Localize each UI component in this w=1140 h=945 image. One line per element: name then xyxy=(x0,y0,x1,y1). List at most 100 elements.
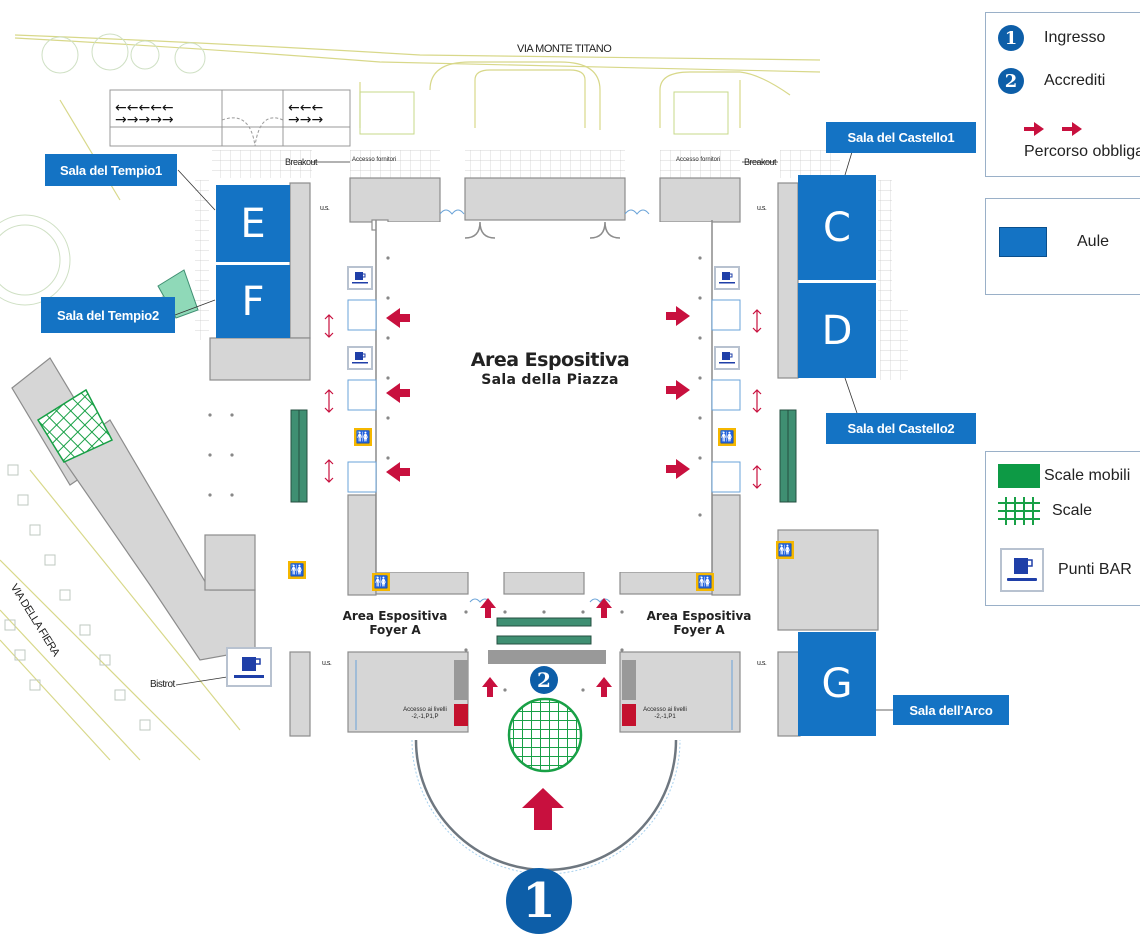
supplier-access-right: Accesso fornitori xyxy=(676,157,721,163)
entrance-marker: 1 xyxy=(506,868,572,934)
bistrot-label: Bistrot xyxy=(150,679,175,690)
door-symbols xyxy=(355,209,733,730)
route-arrows xyxy=(386,306,690,830)
restroom-icon: 🚻 xyxy=(372,573,390,591)
room-f[interactable]: F xyxy=(216,265,290,338)
legend-item-rooms: Aule xyxy=(999,227,1109,257)
restroom-label: u.s. xyxy=(757,660,767,667)
foyer-title: Area Espositiva xyxy=(342,609,448,623)
foyer-left: Area Espositiva Foyer A xyxy=(330,609,460,638)
foyer-right: Area Espositiva Foyer A xyxy=(634,609,764,638)
restroom-icon: 🚻 xyxy=(776,541,794,559)
legend-label: Punti BAR xyxy=(1058,561,1132,578)
legend-rooms: Aule xyxy=(985,198,1140,295)
stairs-grid-icon xyxy=(998,497,1040,525)
room-c[interactable]: C xyxy=(798,175,876,280)
coffee-cup-icon xyxy=(226,647,272,687)
main-area-title: Area Espositiva xyxy=(470,349,630,371)
supplier-access-left: Accesso fornitori xyxy=(352,157,397,163)
legend-item-accreditation: 2 Accrediti xyxy=(998,68,1105,94)
route-arrow xyxy=(386,383,410,403)
escalator-south-2 xyxy=(496,635,592,645)
pillar-left xyxy=(454,660,468,700)
coffee-cup-icon xyxy=(1000,548,1044,592)
route-arrow xyxy=(386,462,410,482)
route-arrow xyxy=(596,677,612,697)
escalator-south-1 xyxy=(496,617,592,627)
route-arrow xyxy=(482,677,498,697)
room-d[interactable]: D xyxy=(798,283,876,378)
restroom-label: u.s. xyxy=(757,205,767,212)
room-label-tempio2: Sala del Tempio2 xyxy=(41,297,175,333)
main-area-subtitle: Sala della Piazza xyxy=(481,371,619,388)
lift-access-right xyxy=(622,704,636,726)
route-arrow xyxy=(666,306,690,326)
legend-label: Accrediti xyxy=(1044,72,1106,89)
legend-item-escalators: Scale mobili xyxy=(998,464,1130,488)
room-label-arco: Sala dell’Arco xyxy=(893,695,1009,725)
legend-label: Aule xyxy=(1077,233,1110,250)
reception-desk xyxy=(488,650,606,664)
number-one-icon: 1 xyxy=(998,25,1024,51)
pillar-right xyxy=(622,660,636,700)
svg-text:←←←: ←←← xyxy=(288,100,323,116)
restroom-label: u.s. xyxy=(322,660,332,667)
escalators xyxy=(290,409,797,645)
legend-item-entrance: 1 Ingresso xyxy=(998,25,1105,51)
building xyxy=(11,177,879,737)
breakout-label-left: Breakout xyxy=(285,157,318,167)
legend-label: Scale mobili xyxy=(1044,467,1131,484)
restroom-icon: 🚻 xyxy=(696,573,714,591)
room-e[interactable]: E xyxy=(216,185,290,262)
svg-text:→→→→→: →→→→→ xyxy=(115,112,174,128)
stairs-circular xyxy=(507,697,583,773)
svg-text:→→→: →→→ xyxy=(288,112,323,128)
two-way-arrows xyxy=(324,309,762,489)
restroom-icon: 🚻 xyxy=(354,428,372,446)
coffee-cup-icon xyxy=(714,346,740,370)
route-arrow-entrance xyxy=(522,788,564,830)
legend-route-label: Percorso obbligatorio xyxy=(1024,143,1140,160)
room-label-castello1: Sala del Castello1 xyxy=(826,122,976,153)
coffee-cup-icon xyxy=(347,266,373,290)
foyer-subtitle: Foyer A xyxy=(369,623,421,638)
route-arrow xyxy=(666,380,690,400)
legend-label: Scale xyxy=(1052,502,1093,519)
room-g[interactable]: G xyxy=(798,632,876,736)
breakout-label-right: Breakout xyxy=(744,157,777,167)
street-label-north: VIA MONTE TITANO xyxy=(517,43,612,55)
accreditation-marker: 2 xyxy=(530,666,558,694)
legend-item-bar: Punti BAR xyxy=(1000,548,1132,592)
route-arrow xyxy=(386,308,410,328)
room-label-tempio1: Sala del Tempio1 xyxy=(45,154,177,186)
foyer-subtitle: Foyer A xyxy=(673,623,725,638)
parking-area: ←←←←← →→→→→ ←←← →→→ xyxy=(109,89,351,147)
legend-facilities: Scale mobili Scale Punti BAR xyxy=(985,451,1140,606)
trees xyxy=(0,33,729,306)
coffee-cup-icon xyxy=(347,346,373,370)
route-arrow xyxy=(596,598,612,618)
route-arrows-icon xyxy=(1024,121,1086,137)
lift-access-label-right: Accesso ai livelli -2,-1,P1 xyxy=(643,707,687,720)
columns xyxy=(208,256,702,692)
escalator-swatch-icon xyxy=(998,464,1040,488)
room-swatch-icon xyxy=(999,227,1047,257)
restroom-label: u.s. xyxy=(320,205,330,212)
route-arrow xyxy=(666,459,690,479)
lift-access-label-left: Accesso ai livelli -2,-1,P1,P xyxy=(403,707,447,720)
paving-strip xyxy=(195,150,908,380)
restroom-icon: 🚻 xyxy=(288,561,306,579)
foyer-title: Area Espositiva xyxy=(646,609,752,623)
courtyard xyxy=(376,222,712,572)
corridor-furniture xyxy=(347,299,741,493)
legend-label: Ingresso xyxy=(1044,29,1106,46)
stairs-west xyxy=(36,388,114,463)
coffee-cup-icon xyxy=(714,266,740,290)
lift-access-left xyxy=(454,704,468,726)
legend-markers: 1 Ingresso 2 Accrediti Percorso obbligat… xyxy=(985,12,1140,177)
legend-item-stairs: Scale xyxy=(998,497,1092,525)
leader-lines xyxy=(174,151,893,711)
main-exhibition-area: Area Espositiva Sala della Piazza xyxy=(440,349,660,389)
svg-text:←←←←←: ←←←←← xyxy=(115,100,174,116)
